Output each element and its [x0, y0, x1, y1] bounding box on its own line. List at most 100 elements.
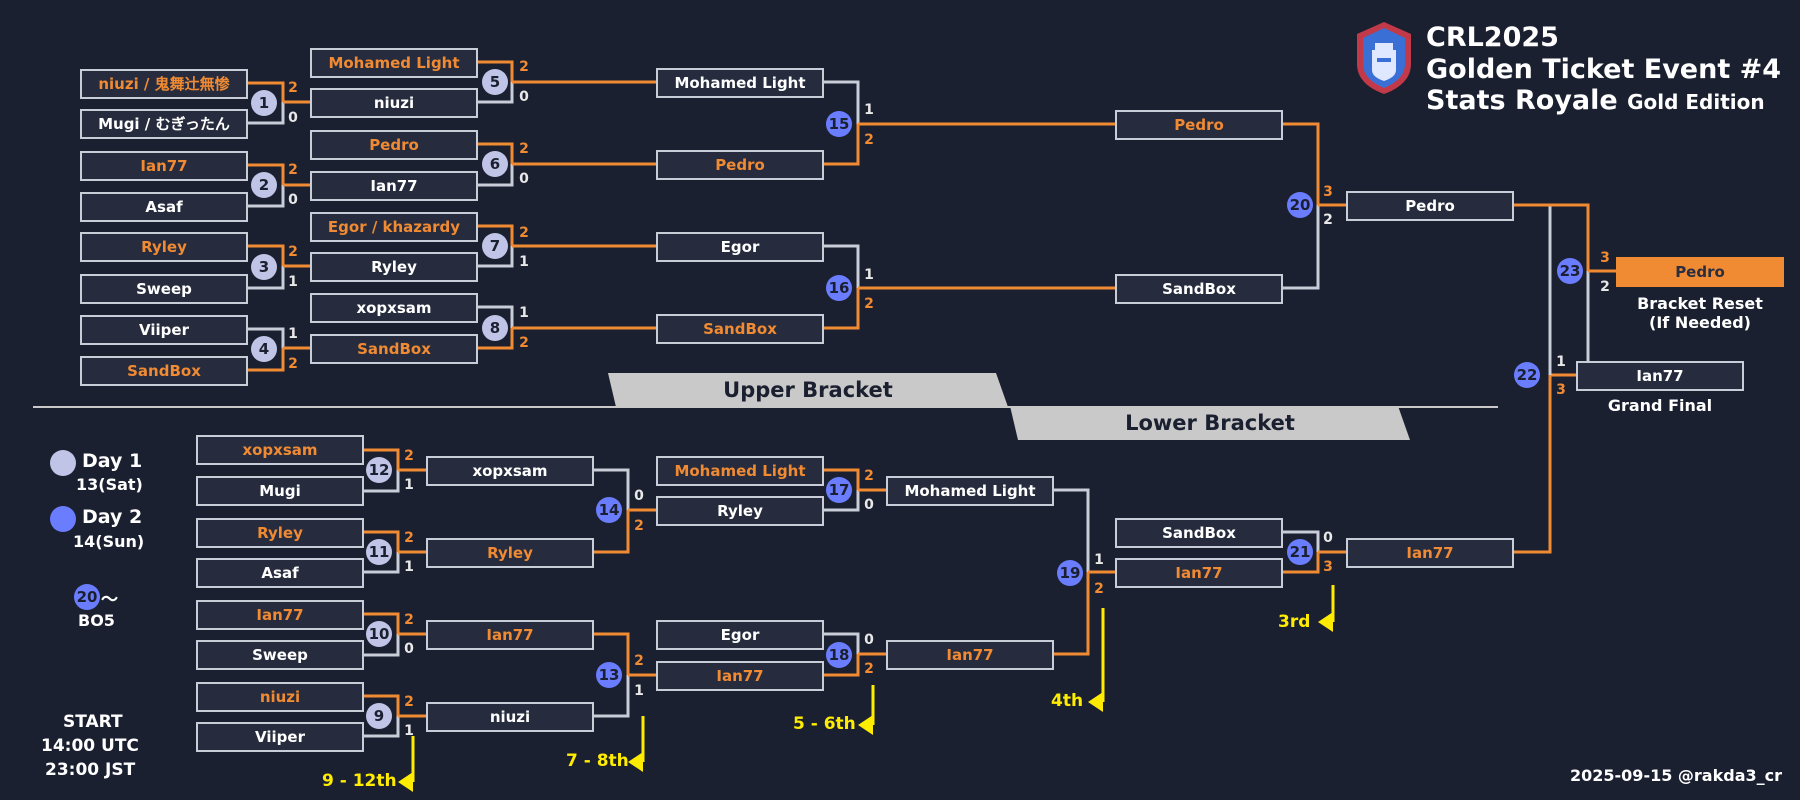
match-score: 2	[864, 296, 874, 312]
day1-date: 13(Sat)	[76, 475, 143, 494]
player-slot[interactable]: Ian77	[196, 600, 364, 630]
match-score: 2	[404, 694, 414, 710]
placement-label: 9 - 12th	[322, 771, 397, 791]
match-score: 1	[634, 683, 644, 699]
player-slot[interactable]: SandBox	[80, 356, 248, 386]
match-score: 2	[519, 225, 529, 241]
match-score: 1	[288, 326, 298, 342]
match-score: 0	[519, 171, 529, 187]
player-slot[interactable]: Ian77	[310, 171, 478, 201]
player-slot[interactable]: Ryley	[80, 232, 248, 262]
start-label: START	[63, 712, 123, 732]
player-slot[interactable]: Egor / khazardy	[310, 212, 478, 242]
placement-label: 7 - 8th	[566, 751, 629, 771]
day1-label: Day 1	[82, 450, 143, 472]
match-number-badge: 18	[826, 642, 852, 668]
match-score: 1	[864, 102, 874, 118]
match-score: 2	[519, 335, 529, 351]
player-slot[interactable]: Asaf	[80, 192, 248, 222]
match-score: 1	[1556, 354, 1566, 370]
header-title-line1: CRL2025	[1426, 22, 1559, 53]
bo5-tilde: 〜	[101, 590, 118, 610]
start-utc: 14:00 UTC	[41, 736, 139, 756]
player-slot[interactable]: Ian77	[1115, 558, 1283, 588]
match-number-badge: 5	[482, 69, 508, 95]
player-slot[interactable]: Mohamed Light	[886, 476, 1054, 506]
player-slot[interactable]: xopxsam	[196, 435, 364, 465]
player-slot[interactable]: Pedro	[310, 130, 478, 160]
footer-credit: 2025-09-15 @rakda3_cr	[1570, 766, 1782, 785]
champion-slot[interactable]: Pedro	[1616, 257, 1784, 287]
match-number-badge: 4	[251, 336, 277, 362]
player-slot[interactable]: Mugi / むぎったん	[80, 109, 248, 139]
player-slot[interactable]: Asaf	[196, 558, 364, 588]
match-number-badge: 8	[482, 315, 508, 341]
player-slot[interactable]: Egor	[656, 620, 824, 650]
player-slot[interactable]: Pedro	[1346, 191, 1514, 221]
match-score: 0	[634, 488, 644, 504]
player-slot[interactable]: Ian77	[1346, 538, 1514, 568]
placement-label: 4th	[1051, 691, 1084, 711]
match-score: 2	[404, 612, 414, 628]
player-slot[interactable]: Ian77	[426, 620, 594, 650]
crl-logo-icon	[1353, 20, 1415, 96]
match-score: 0	[288, 110, 298, 126]
match-score: 2	[634, 653, 644, 669]
player-slot[interactable]: Ian77	[886, 640, 1054, 670]
player-slot[interactable]: Mugi	[196, 476, 364, 506]
player-slot[interactable]: SandBox	[1115, 518, 1283, 548]
player-slot[interactable]: Ryley	[656, 496, 824, 526]
player-slot[interactable]: SandBox	[310, 334, 478, 364]
match-number-badge: 20	[1287, 192, 1313, 218]
player-slot[interactable]: SandBox	[1115, 274, 1283, 304]
match-number-badge: 14	[596, 497, 622, 523]
player-slot[interactable]: Sweep	[196, 640, 364, 670]
match-number-badge: 7	[482, 233, 508, 259]
player-slot[interactable]: Viiper	[80, 315, 248, 345]
player-slot[interactable]: Ian77	[80, 151, 248, 181]
bracket-reset-line1: Bracket Reset	[1637, 294, 1763, 313]
match-score: 2	[519, 141, 529, 157]
match-score: 2	[288, 356, 298, 372]
player-slot[interactable]: niuzi / 鬼舞辻無惨	[80, 69, 248, 99]
bo5-legend-badge: 20	[74, 584, 100, 610]
match-score: 2	[288, 162, 298, 178]
match-number-badge: 23	[1557, 258, 1583, 284]
player-slot[interactable]: Ryley	[196, 518, 364, 548]
player-slot[interactable]: Pedro	[1115, 110, 1283, 140]
player-slot[interactable]: Viiper	[196, 722, 364, 752]
player-slot[interactable]: niuzi	[196, 682, 364, 712]
match-number-badge: 2	[251, 172, 277, 198]
player-slot[interactable]: Ian77	[1576, 361, 1744, 391]
match-score: 2	[288, 244, 298, 260]
player-slot[interactable]: xopxsam	[426, 456, 594, 486]
day2-label: Day 2	[82, 506, 143, 528]
player-slot[interactable]: SandBox	[656, 314, 824, 344]
match-score: 1	[864, 267, 874, 283]
match-score: 2	[634, 518, 644, 534]
match-score: 2	[288, 80, 298, 96]
match-score: 0	[288, 192, 298, 208]
player-slot[interactable]: Mohamed Light	[656, 456, 824, 486]
player-slot[interactable]: Ryley	[426, 538, 594, 568]
placement-label: 3rd	[1278, 612, 1311, 632]
match-score: 3	[1323, 184, 1333, 200]
header-title-main: Stats Royale	[1426, 85, 1618, 116]
player-slot[interactable]: Mohamed Light	[656, 68, 824, 98]
player-slot[interactable]: niuzi	[310, 88, 478, 118]
grand-final-label: Grand Final	[1607, 396, 1713, 415]
match-score: 2	[1094, 581, 1104, 597]
player-slot[interactable]: Sweep	[80, 274, 248, 304]
day2-legend-dot	[50, 506, 76, 532]
match-score: 2	[404, 530, 414, 546]
player-slot[interactable]: Mohamed Light	[310, 48, 478, 78]
player-slot[interactable]: Ian77	[656, 661, 824, 691]
player-slot[interactable]: xopxsam	[310, 293, 478, 323]
player-slot[interactable]: Pedro	[656, 150, 824, 180]
player-slot[interactable]: Egor	[656, 232, 824, 262]
match-number-badge: 16	[826, 275, 852, 301]
match-score: 3	[1556, 382, 1566, 398]
match-number-badge: 19	[1057, 560, 1083, 586]
player-slot[interactable]: Ryley	[310, 252, 478, 282]
player-slot[interactable]: niuzi	[426, 702, 594, 732]
